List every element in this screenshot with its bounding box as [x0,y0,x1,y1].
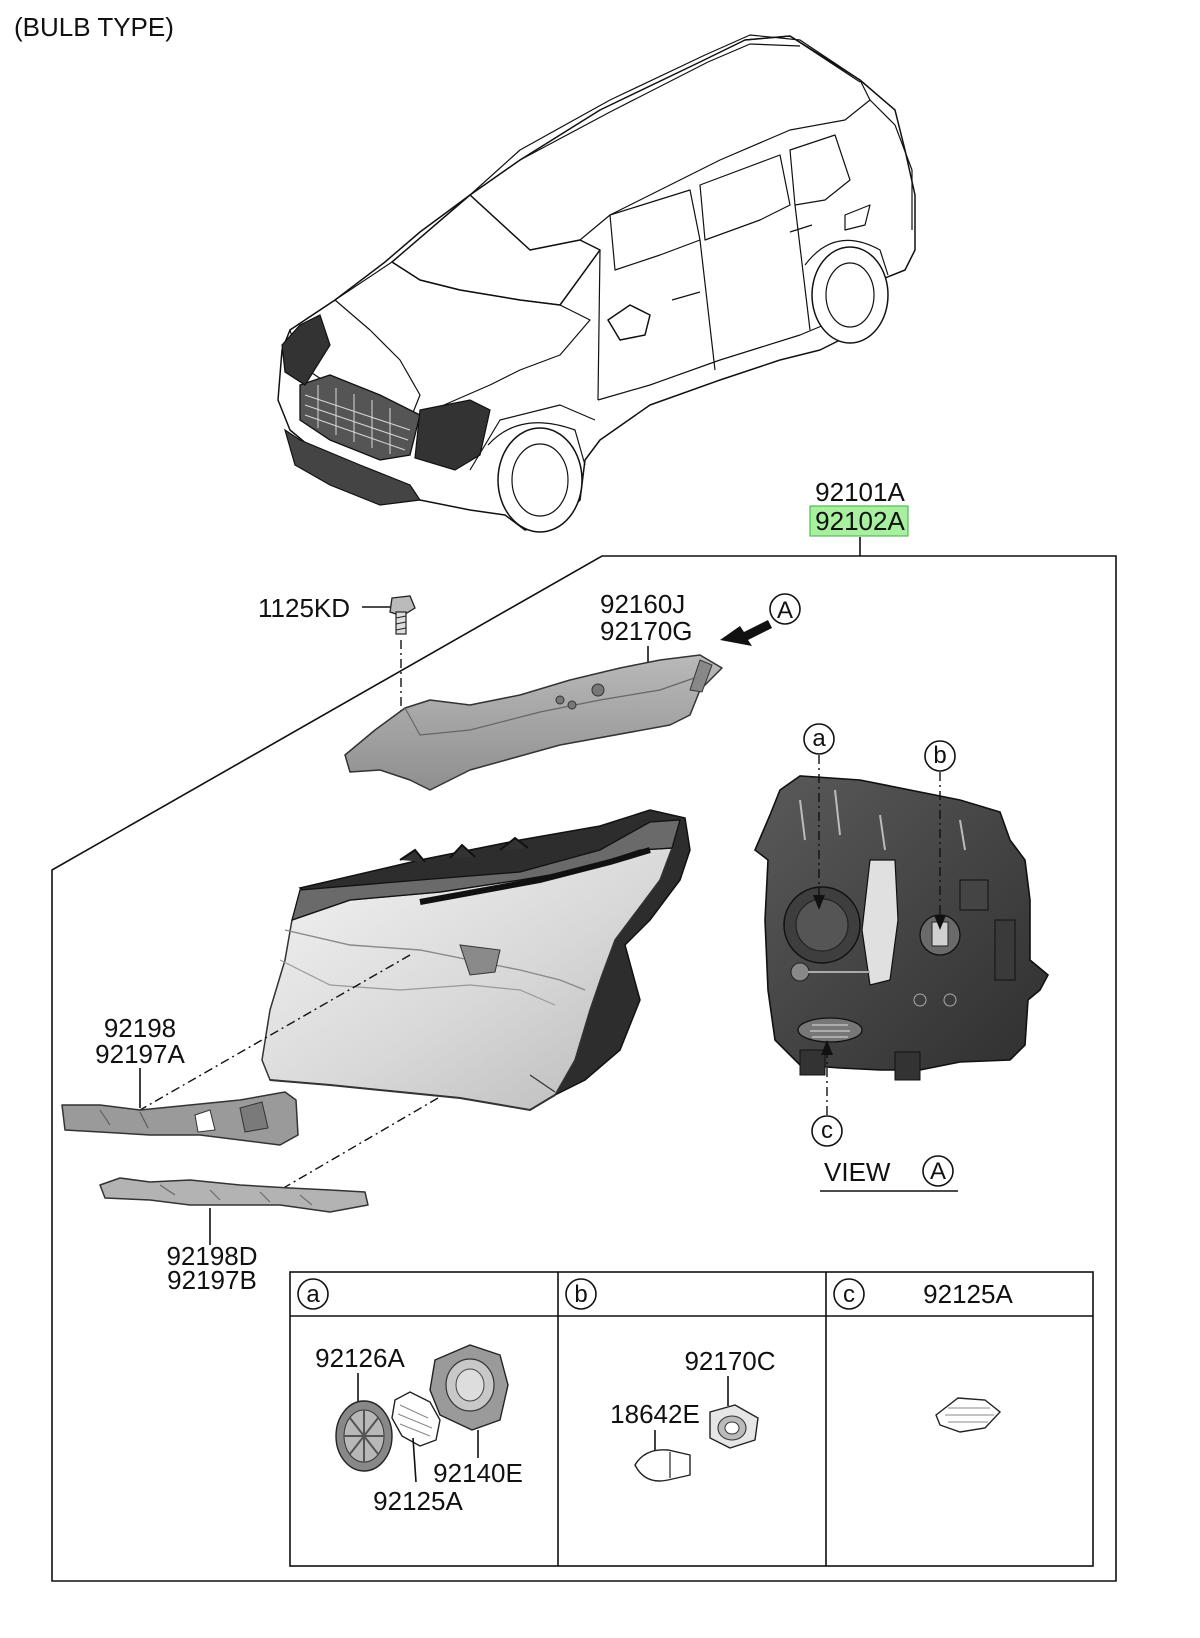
table-header-circle-c [833,1278,865,1310]
view-marker-circle[interactable] [769,593,801,625]
lower-bracket-part [99,1177,369,1213]
upper-bracket-part [61,1091,299,1146]
seal-gasket-part [935,1397,1002,1433]
highlight-box [809,505,909,537]
view-callout-letter-b: b [933,742,946,769]
callout-92160J[interactable]: 92160J [600,589,685,619]
table-header-text-c[interactable]: 92125A [923,1279,1013,1309]
view-marker-letter: A [777,597,793,624]
view-a-rear-lamp [754,775,1050,1081]
callout-92198[interactable]: 92198 [104,1013,176,1043]
table-header-letter-b: b [574,1281,587,1308]
callout-92197A[interactable]: 92197A [95,1039,185,1069]
view-label-marker-letter: A [930,1158,946,1185]
view-arrow [720,620,772,646]
table-header-letter-c: c [843,1281,855,1308]
view-callout-letter-c: c [821,1117,833,1144]
callout-92101A[interactable]: 92101A [815,477,905,507]
callout-92140E[interactable]: 92140E [433,1458,523,1488]
callout-92125A-cell-a[interactable]: 92125A [373,1486,463,1516]
view-callout-letter-a: a [812,725,826,752]
view-label-marker-circle [922,1155,954,1187]
callout-92170C[interactable]: 92170C [684,1346,775,1376]
bulb-socket-part [429,1344,509,1431]
table-header-circle-b [565,1278,597,1310]
bolt-part [389,595,416,635]
callout-92197B[interactable]: 92197B [167,1265,257,1295]
seal-part [391,1391,441,1447]
headlamp-assembly[interactable] [261,809,691,1112]
top-cover-part [344,654,723,791]
detail-table [289,1271,1094,1567]
diagram-title: (BULB TYPE) [14,12,174,42]
dust-cap-part [335,1400,393,1472]
callout-92170G[interactable]: 92170G [600,616,693,646]
vehicle-illustration [277,34,916,533]
table-header-letter-a: a [306,1281,320,1308]
callout-18642E[interactable]: 18642E [610,1399,700,1429]
callout-1125KD[interactable]: 1125KD [258,593,350,623]
callout-92102A[interactable]: 92102A [815,506,905,536]
table-header-circle-a [297,1278,329,1310]
view-label: VIEW [824,1157,891,1187]
view-callout-circle-a[interactable] [803,723,835,755]
view-callout-circle-b[interactable] [924,740,956,772]
bulb-holder-part [709,1404,759,1449]
view-callout-circle-c[interactable] [811,1115,843,1147]
bulb-part [634,1449,691,1482]
callout-92126A[interactable]: 92126A [315,1343,405,1373]
assembly-frame [51,555,1117,1582]
callout-92198D[interactable]: 92198D [166,1241,257,1271]
